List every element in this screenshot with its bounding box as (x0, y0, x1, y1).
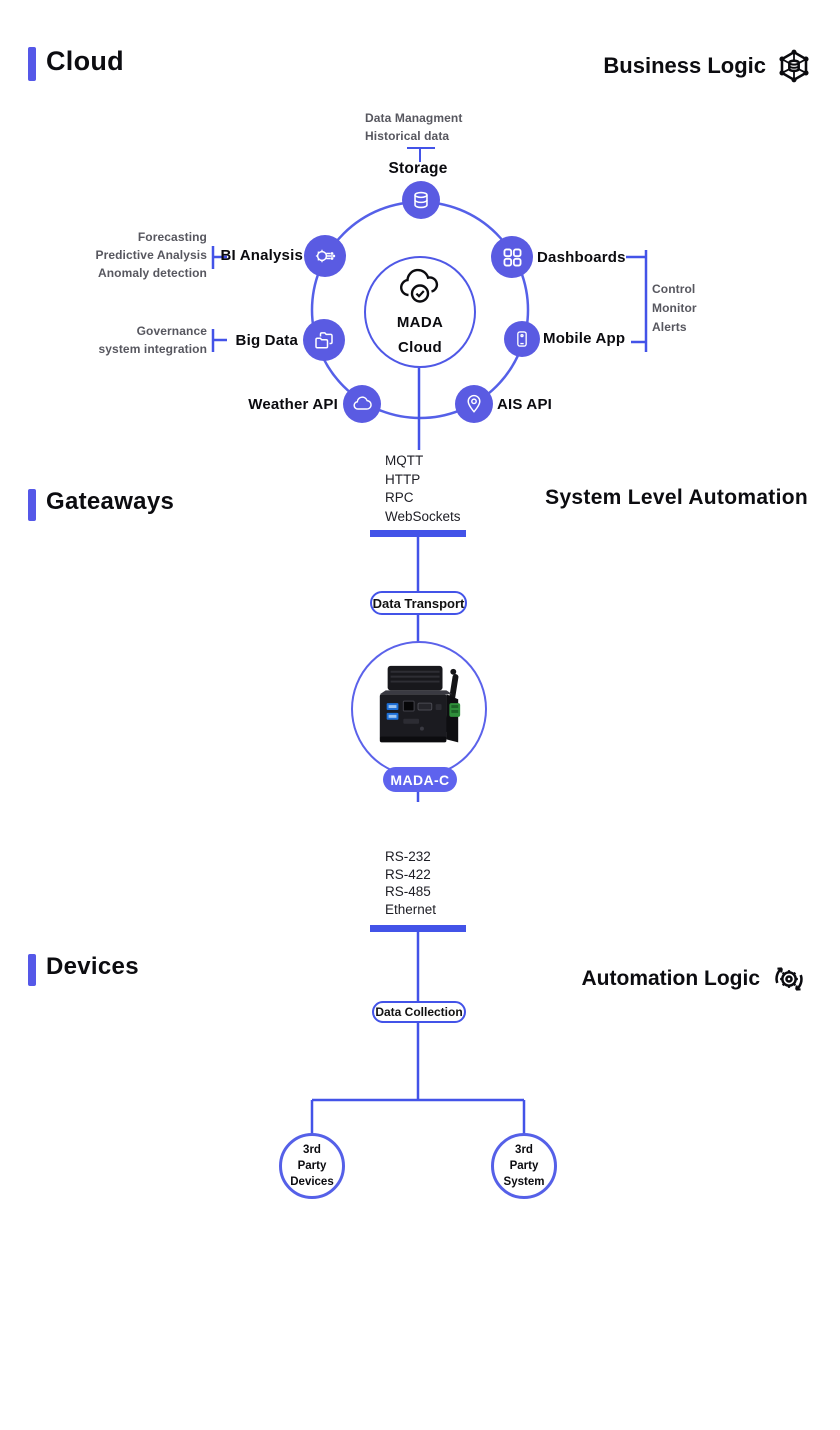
data-collection-pill: Data Collection (372, 1001, 466, 1023)
mada-cloud-title: MADA Cloud (397, 310, 443, 360)
interface-item: RS-422 (385, 866, 431, 882)
dashboards-node (491, 236, 533, 278)
third-party-system-line: Party (509, 1160, 539, 1172)
business-logic-label-group: Business Logic (603, 48, 812, 84)
third-party-system-line: System (503, 1176, 545, 1188)
third-party-devices-line: Party (297, 1160, 327, 1172)
database-icon (414, 191, 428, 209)
cloud-section-accent-bar (28, 47, 36, 81)
system-level-automation-label: System Level Automation (545, 486, 808, 509)
storage-annotation: Data Managment Historical data (365, 109, 462, 145)
data-transport-pill: Data Transport (370, 591, 467, 615)
protocol-item: RPC (385, 490, 414, 505)
grid-icon (503, 248, 521, 266)
third-party-devices-line: 3rd (303, 1144, 321, 1156)
devices-section-title: Devices (46, 953, 139, 980)
bi-analysis-annotation: Forecasting Predictive Analysis Anomaly … (37, 228, 207, 282)
control-annotation-line: Monitor (652, 301, 697, 315)
gateway-device-circle (351, 641, 487, 777)
protocol-item: MQTT (385, 453, 424, 468)
mada-cloud-hub: MADA Cloud (364, 256, 476, 368)
third-party-devices-line: Devices (290, 1176, 334, 1188)
bi-analysis-node (304, 235, 346, 277)
mada-cloud-title-line1: MADA (396, 314, 444, 331)
mobile-app-node (504, 321, 540, 357)
cloud-check-icon (400, 268, 439, 303)
ai-branch-icon (315, 249, 336, 263)
gear-sync-icon (775, 967, 803, 991)
location-pin-icon (467, 394, 481, 413)
protocol-item: WebSockets (385, 508, 461, 524)
dashboards-label: Dashboards (537, 249, 626, 266)
bi-annotation-line: Predictive Analysis (95, 248, 207, 262)
interface-item: Ethernet (385, 901, 437, 917)
big-data-annotation-line: system integration (98, 342, 207, 356)
weather-api-node (343, 385, 381, 423)
devices-section-accent-bar (28, 954, 36, 986)
bi-annotation-line: Forecasting (137, 230, 207, 244)
control-annotation: Control Monitor Alerts (652, 280, 697, 337)
interface-item: RS-232 (385, 849, 431, 864)
mada-c-device-image (379, 665, 461, 743)
storage-label: Storage (388, 160, 448, 177)
bi-annotation-line: Anomaly detection (97, 266, 207, 280)
third-party-system-node: 3rd Party System (491, 1133, 557, 1199)
hexagon-network-icon (779, 49, 809, 83)
big-data-annotation-line: Governance (136, 324, 207, 338)
cloud-section-title: Cloud (46, 46, 124, 76)
device-interface-list: RS-232 RS-422 RS-485 Ethernet (385, 848, 436, 918)
folders-icon (315, 332, 333, 349)
control-annotation-line: Alerts (652, 320, 687, 334)
third-party-system-line: 3rd (515, 1144, 533, 1156)
mobile-app-label: Mobile App (543, 330, 626, 347)
ais-api-node (455, 385, 493, 423)
gateways-section-accent-bar (28, 489, 36, 521)
business-logic-label: Business Logic (603, 53, 766, 78)
ais-api-label: AIS API (497, 396, 553, 413)
storage-node (402, 181, 440, 219)
third-party-devices-node: 3rd Party Devices (279, 1133, 345, 1199)
mada-c-pill: MADA-C (383, 767, 457, 792)
gateway-protocol-list: MQTT HTTP RPC WebSockets (385, 452, 461, 526)
bi-analysis-label: BI Analysis (220, 247, 303, 264)
big-data-label: Big Data (235, 332, 298, 349)
weather-api-label: Weather API (248, 396, 338, 413)
cloud-icon (353, 396, 372, 410)
storage-annotation-line: Historical data (365, 129, 450, 143)
interface-item: RS-485 (385, 884, 431, 899)
big-data-annotation: Governance system integration (37, 322, 207, 358)
automation-logic-label-group: Automation Logic (582, 960, 808, 998)
smartphone-icon (517, 331, 527, 347)
protocol-item: HTTP (385, 471, 421, 487)
big-data-node (303, 319, 345, 361)
control-annotation-line: Control (652, 282, 696, 296)
storage-annotation-line: Data Managment (365, 111, 463, 125)
gateways-section-title: Gateaways (46, 488, 175, 515)
automation-logic-label: Automation Logic (581, 967, 760, 990)
mada-cloud-title-line2: Cloud (397, 339, 442, 356)
